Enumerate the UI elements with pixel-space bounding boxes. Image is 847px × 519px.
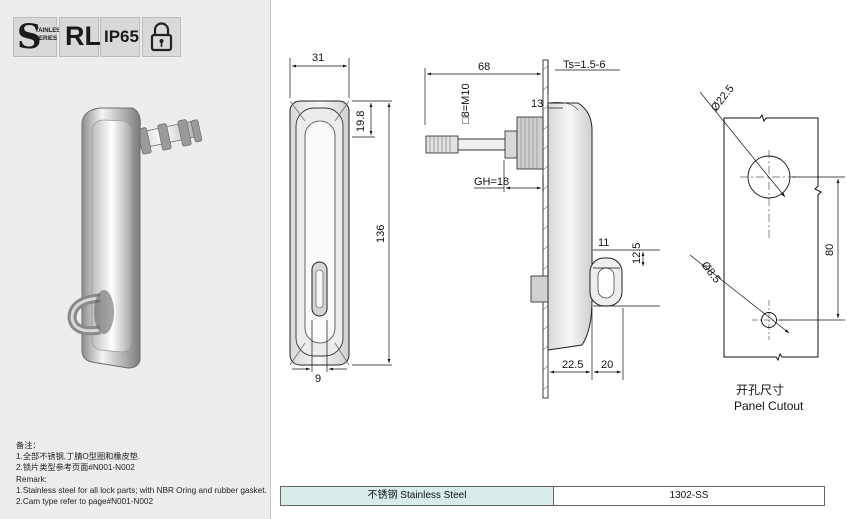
dim-13: 13 <box>531 98 543 110</box>
dim-height-19-8: 19.8 <box>355 111 367 132</box>
dim-thread: □8=M10 <box>460 83 472 124</box>
dim-12-5: 12.5 <box>631 243 643 264</box>
notes-line2-en: 2.Cam type refer to page#N001-N002 <box>16 497 153 506</box>
side-view <box>424 59 660 399</box>
panel-divider <box>270 0 271 519</box>
stainless-series-badge: S TAINLESS SERIES <box>13 17 64 57</box>
dim-11: 11 <box>598 237 609 249</box>
ip65-badge: IP65 <box>100 17 140 57</box>
notes-line1-en: 1.Stainless steel for all lock parts; wi… <box>16 486 267 495</box>
dim-22-5: 22.5 <box>562 359 583 371</box>
dim-width-31: 31 <box>312 52 324 64</box>
dim-gh: GH=18 <box>474 176 509 188</box>
part-code-cell: 1302-SS <box>554 487 824 505</box>
rl-badge-text: RL <box>65 21 101 51</box>
spec-table: 不锈钢 Stainless Steel 1302-SS <box>280 486 825 506</box>
notes-line2-cn: 2.锁片类型参考页面#N001-N002 <box>16 463 135 472</box>
cutout-label-cn: 开孔尺寸 <box>736 383 785 397</box>
dim-dia-8-5: Ø8.5 <box>699 259 723 285</box>
ip65-badge-text: IP65 <box>104 27 139 46</box>
dim-height-136: 136 <box>375 225 387 243</box>
product-photo <box>67 107 203 369</box>
front-view <box>289 58 392 372</box>
dim-ts: Ts=1.5-6 <box>563 59 606 71</box>
padlock-icon <box>150 22 173 52</box>
notes-heading-cn: 备注： <box>16 441 41 450</box>
cutout-label-en: Panel Cutout <box>734 399 804 413</box>
notes-line1-cn: 1.全部不锈钢,丁腈O型圈和橡皮垫. <box>16 452 141 461</box>
material-cell: 不锈钢 Stainless Steel <box>281 487 554 505</box>
rl-badge: RL <box>59 17 101 57</box>
notes-heading-en: Remark: <box>16 475 47 484</box>
stainless-line1: TAINLESS <box>35 28 65 34</box>
dim-20: 20 <box>601 359 613 371</box>
dim-80: 80 <box>824 244 836 256</box>
lock-badge <box>142 17 181 57</box>
dim-dia-22-5: Ø22.5 <box>709 83 737 114</box>
stainless-line2: SERIES <box>35 36 58 42</box>
stainless-letter: S <box>17 17 42 57</box>
panel-cutout <box>689 91 845 362</box>
dim-length-68: 68 <box>478 61 490 73</box>
dim-width-9: 9 <box>315 373 321 385</box>
